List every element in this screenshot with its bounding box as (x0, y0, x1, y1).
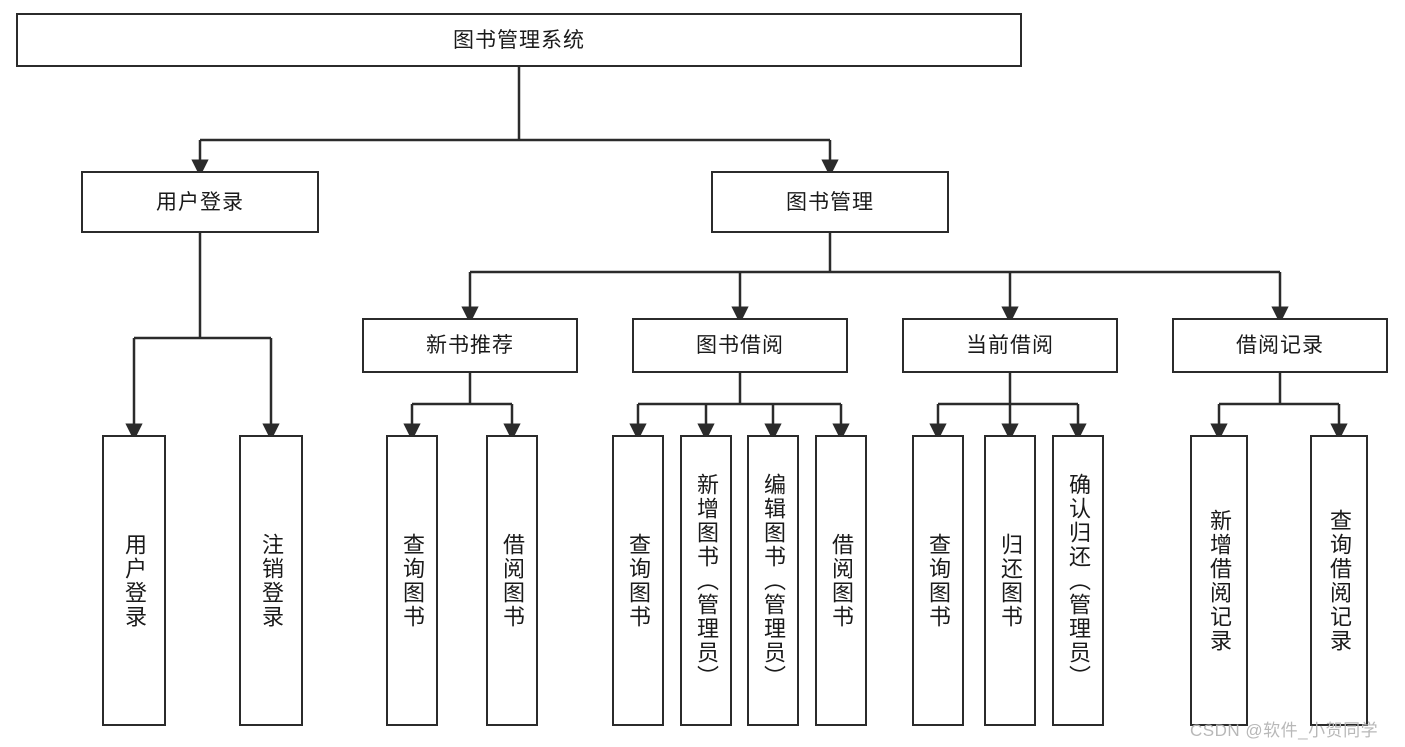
node-user-login[interactable]: 用户登录 (81, 171, 319, 233)
node-leaf-add-book[interactable]: 新增图书（管理员） (680, 435, 732, 726)
node-label: 查询借阅记录 (1327, 508, 1352, 653)
node-label: 图书管理系统 (453, 28, 585, 52)
node-root[interactable]: 图书管理系统 (16, 13, 1022, 67)
node-label: 编辑图书（管理员） (761, 472, 786, 689)
node-label: 新增借阅记录 (1207, 508, 1232, 653)
node-new-book-recommend[interactable]: 新书推荐 (362, 318, 578, 373)
node-borrow-record[interactable]: 借阅记录 (1172, 318, 1388, 373)
node-label: 借阅图书 (829, 532, 854, 629)
node-label: 新书推荐 (426, 334, 514, 357)
node-label: 借阅图书 (500, 532, 525, 629)
node-leaf-borrow-book-1[interactable]: 借阅图书 (486, 435, 538, 726)
node-leaf-add-record[interactable]: 新增借阅记录 (1190, 435, 1248, 726)
node-leaf-edit-book[interactable]: 编辑图书（管理员） (747, 435, 799, 726)
node-leaf-borrow-book-2[interactable]: 借阅图书 (815, 435, 867, 726)
node-label: 借阅记录 (1236, 334, 1324, 357)
node-book-manage[interactable]: 图书管理 (711, 171, 949, 233)
node-label: 查询图书 (400, 532, 425, 629)
node-leaf-logout[interactable]: 注销登录 (239, 435, 303, 726)
node-label: 归还图书 (998, 532, 1023, 629)
node-label: 确认归还（管理员） (1066, 472, 1091, 689)
node-label: 查询图书 (926, 532, 951, 629)
node-current-borrow[interactable]: 当前借阅 (902, 318, 1118, 373)
node-leaf-query-book-2[interactable]: 查询图书 (612, 435, 664, 726)
node-leaf-user-login[interactable]: 用户登录 (102, 435, 166, 726)
node-label: 图书借阅 (696, 334, 784, 357)
node-label: 用户登录 (156, 190, 244, 214)
node-book-borrow[interactable]: 图书借阅 (632, 318, 848, 373)
node-label: 用户登录 (122, 532, 147, 629)
node-label: 查询图书 (626, 532, 651, 629)
node-leaf-query-book-1[interactable]: 查询图书 (386, 435, 438, 726)
node-label: 图书管理 (786, 190, 874, 214)
csdn-watermark: CSDN @软件_小贺同学 (1190, 721, 1379, 740)
node-label: 当前借阅 (966, 334, 1054, 357)
node-label: 注销登录 (259, 532, 284, 629)
node-leaf-query-book-3[interactable]: 查询图书 (912, 435, 964, 726)
node-leaf-return-book[interactable]: 归还图书 (984, 435, 1036, 726)
node-leaf-confirm-return[interactable]: 确认归还（管理员） (1052, 435, 1104, 726)
node-leaf-query-record[interactable]: 查询借阅记录 (1310, 435, 1368, 726)
node-label: 新增图书（管理员） (694, 472, 719, 689)
